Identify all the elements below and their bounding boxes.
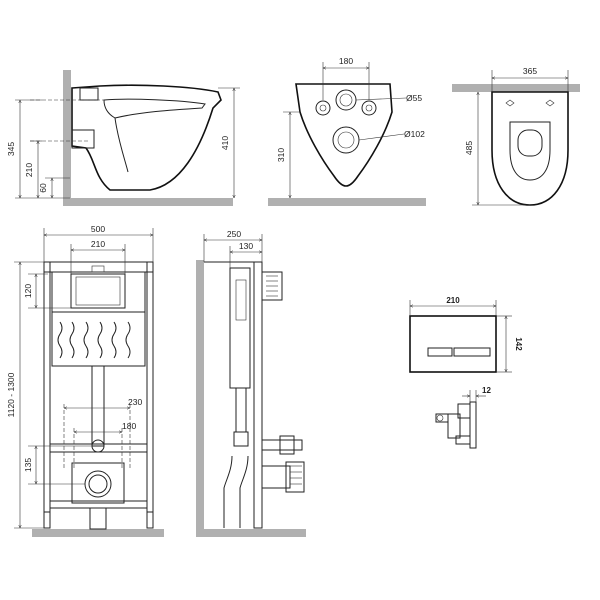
dim-345: 345 <box>6 142 16 156</box>
wc-connection <box>79 87 99 101</box>
wc-bowl-inner <box>103 98 206 119</box>
flush-button-right <box>453 347 491 357</box>
dim-120: 120 <box>23 284 33 298</box>
wc-top-outline <box>491 91 569 206</box>
dim-485: 485 <box>464 141 474 155</box>
flush-plate <box>409 315 497 373</box>
hole-55 <box>335 89 357 111</box>
dim-130: 130 <box>239 241 253 251</box>
floor <box>63 198 233 206</box>
dim-210-side: 210 <box>24 163 34 177</box>
wc-top-bowl <box>509 121 551 181</box>
flush-button-left <box>427 347 453 357</box>
bolt-hole-right <box>361 100 377 116</box>
dim-180-frame: 180 <box>122 421 136 431</box>
dim-365: 365 <box>523 66 537 76</box>
wc-outlet-pipe <box>71 129 95 149</box>
cistern-ribs <box>57 321 131 359</box>
wc-front-outline <box>295 83 393 187</box>
frame-front-view: 230 180 500 210 120 1120 - 1300 135 <box>6 224 164 537</box>
wall <box>452 84 580 92</box>
dim-135: 135 <box>23 458 33 472</box>
wc-front-view: 180 Ø55 Ø102 310 <box>268 56 426 206</box>
dim-410: 410 <box>220 136 230 150</box>
dim-1120-1300: 1120 - 1300 <box>6 372 16 417</box>
bolt-hole-left <box>315 100 331 116</box>
dim-60: 60 <box>38 183 48 193</box>
dim-d55: Ø55 <box>406 93 422 103</box>
dim-plate-142: 142 <box>514 337 523 351</box>
flush-opening <box>70 273 126 309</box>
dim-210-frame: 210 <box>91 239 105 249</box>
cistern <box>51 271 146 367</box>
dim-310: 310 <box>276 148 286 162</box>
wc-bowl-side <box>71 84 222 191</box>
dim-180-front: 180 <box>339 56 353 66</box>
dim-plate-12: 12 <box>482 386 491 395</box>
frame-side-view: 250 130 <box>196 229 306 537</box>
dim-230: 230 <box>128 397 142 407</box>
flush-plate-front: 210 142 <box>409 296 523 373</box>
dim-plate-210: 210 <box>446 296 460 305</box>
floor <box>268 198 426 206</box>
flush-plate-side: 12 <box>435 386 491 449</box>
hole-102 <box>332 126 360 154</box>
dim-250: 250 <box>227 229 241 239</box>
floor <box>196 529 306 537</box>
wall <box>63 70 71 200</box>
dim-d102: Ø102 <box>404 129 425 139</box>
wc-side-view: 345 210 60 410 <box>6 70 240 206</box>
floor <box>32 529 164 537</box>
wall <box>196 260 204 536</box>
wc-top-view: 365 485 <box>452 66 580 206</box>
dim-500: 500 <box>91 224 105 234</box>
wc-bowl-trap <box>114 117 129 173</box>
